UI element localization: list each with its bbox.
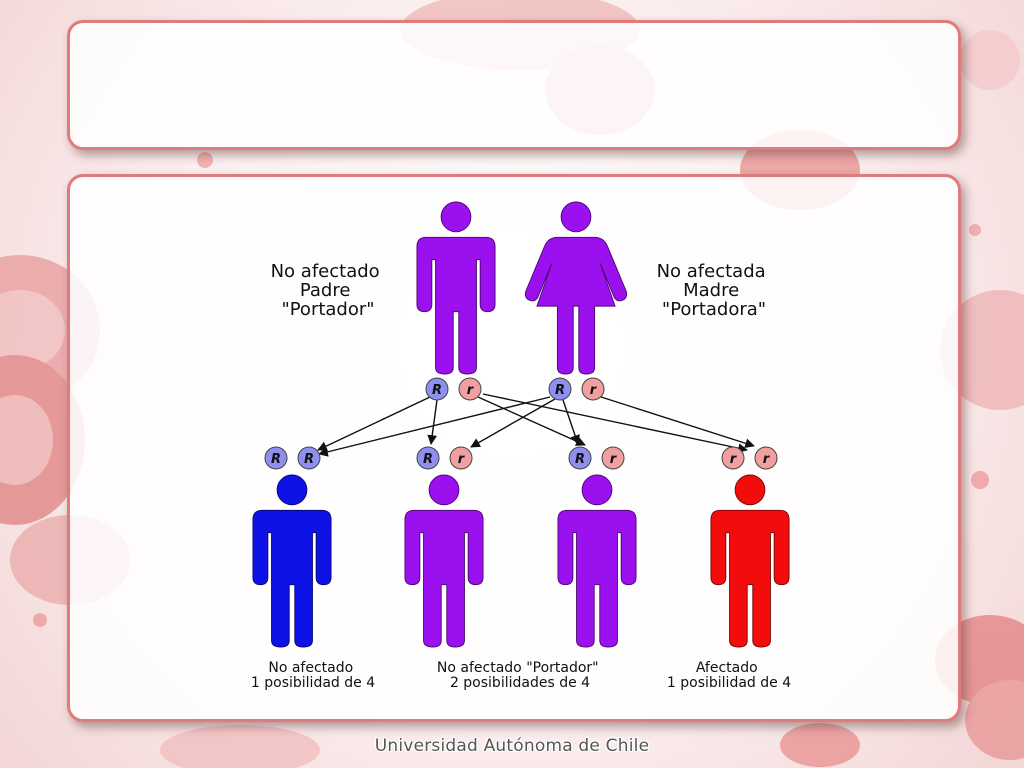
mother-label: No afectada Madre "Portadora" <box>657 261 772 320</box>
svg-text:r: r <box>610 452 618 467</box>
child-affected-label: Afectado 1 posibilidad de 4 <box>667 660 791 691</box>
father-figure <box>416 201 496 375</box>
svg-text:R: R <box>432 383 442 398</box>
child-unaffected-label: No afectado 1 posibilidad de 4 <box>251 660 375 691</box>
svg-text:R: R <box>304 452 314 467</box>
svg-text:R: R <box>575 452 585 467</box>
svg-text:r: r <box>730 452 738 467</box>
mother-figure <box>524 201 628 375</box>
title-panel <box>67 20 961 150</box>
mother-alleles: R r <box>548 377 605 401</box>
svg-text:R: R <box>423 452 433 467</box>
diagram-panel <box>67 174 961 722</box>
child-1-alleles: R R <box>264 446 321 470</box>
svg-text:R: R <box>555 383 565 398</box>
child-affected-figure <box>710 474 790 648</box>
svg-text:R: R <box>271 452 281 467</box>
inheritance-arrows <box>317 393 755 457</box>
child-unaffected-figure <box>252 474 332 648</box>
child-carrier-label: No afectado "Portador" 2 posibilidades d… <box>437 660 603 691</box>
father-alleles: R r <box>425 377 482 401</box>
svg-text:r: r <box>467 383 475 398</box>
child-4-alleles: r r <box>721 446 778 470</box>
svg-text:r: r <box>763 452 771 467</box>
child-carrier-figure-2 <box>557 474 637 648</box>
father-label: No afectado Padre "Portador" <box>271 261 386 320</box>
svg-text:r: r <box>590 383 598 398</box>
svg-text:r: r <box>458 452 466 467</box>
child-3-alleles: R r <box>568 446 625 470</box>
child-carrier-figure-1 <box>404 474 484 648</box>
footer-university: Universidad Autónoma de Chile <box>374 736 650 756</box>
child-2-alleles: R r <box>416 446 473 470</box>
